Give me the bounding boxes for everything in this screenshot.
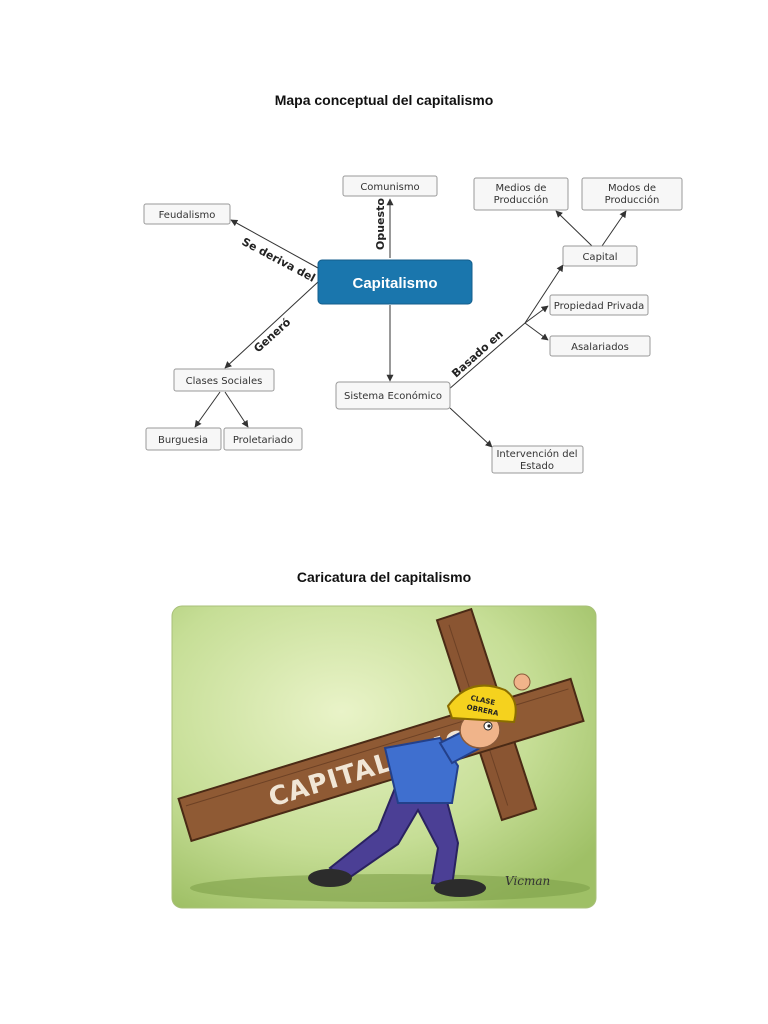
node-medios-produccion: Medios de Producción	[473, 177, 569, 211]
svg-text:Sistema Económico: Sistema Económico	[344, 390, 442, 402]
edge-asalariados	[524, 322, 549, 341]
svg-text:Asalariados: Asalariados	[571, 342, 629, 353]
node-capitalismo: Capitalismo	[317, 259, 473, 305]
node-intervencion-estado: Intervención del Estado	[491, 445, 584, 474]
edge-basado	[447, 322, 526, 391]
svg-text:Intervención del: Intervención del	[496, 448, 577, 460]
node-asalariados: Asalariados	[549, 335, 651, 357]
node-burguesia: Burguesia	[145, 427, 222, 451]
node-clases-sociales: Clases Sociales	[173, 368, 275, 392]
svg-text:Producción: Producción	[494, 194, 549, 206]
node-propiedad-privada: Propiedad Privada	[549, 294, 649, 316]
svg-text:Medios de: Medios de	[496, 183, 547, 194]
edge-intervencion	[449, 407, 493, 448]
worker-shirt	[383, 736, 460, 804]
svg-text:Modos de: Modos de	[608, 183, 656, 194]
worker-shoe-right	[434, 879, 486, 897]
svg-text:Propiedad Privada: Propiedad Privada	[554, 301, 644, 312]
concept-map: Opuesto Se deriva del Generó Basado en C…	[143, 175, 683, 474]
svg-text:Producción: Producción	[605, 194, 660, 206]
worker-helmet	[446, 684, 517, 724]
artist-signature: Vicman	[505, 874, 550, 888]
svg-text:Feudalismo: Feudalismo	[159, 210, 216, 221]
svg-text:Comunismo: Comunismo	[360, 182, 419, 193]
svg-text:Capitalismo: Capitalismo	[352, 275, 437, 292]
node-proletariado: Proletariado	[223, 427, 303, 451]
node-comunismo: Comunismo	[342, 175, 438, 197]
edge-clases	[224, 281, 319, 369]
edge-capital	[524, 264, 564, 324]
cartoon-title: Caricatura del capitalismo	[296, 569, 472, 585]
edge-proletariado	[224, 391, 249, 428]
concept-map-title: Mapa conceptual del capitalismo	[274, 92, 494, 108]
cartoon-illustration: CAPITALISMO CLASE OBRERA Vicman	[171, 605, 597, 909]
edge-label-basado: Basado en	[449, 328, 506, 381]
node-modos-produccion: Modos de Producción	[581, 177, 683, 211]
node-capital: Capital	[562, 245, 638, 267]
edge-propiedad	[524, 305, 549, 324]
edge-burguesia	[194, 391, 221, 428]
edge-feudalismo	[230, 219, 319, 269]
svg-text:Capital: Capital	[582, 252, 617, 263]
svg-text:Estado: Estado	[520, 461, 554, 472]
svg-text:Clases Sociales: Clases Sociales	[186, 376, 263, 387]
edge-label-opuesto: Opuesto	[374, 198, 387, 250]
worker-pupil	[487, 724, 491, 728]
edge-label-genero: Generó	[251, 315, 293, 355]
edge-label-deriva: Se deriva del	[240, 235, 318, 285]
worker-shoe-left	[308, 869, 352, 887]
edge-medios	[555, 210, 593, 247]
svg-text:Proletariado: Proletariado	[233, 435, 293, 446]
svg-text:Burguesia: Burguesia	[158, 435, 208, 446]
edge-modos	[601, 210, 627, 247]
worker-legs	[328, 786, 460, 888]
ground-shadow	[190, 874, 590, 902]
node-feudalismo: Feudalismo	[143, 203, 231, 225]
node-sistema-economico: Sistema Económico	[335, 381, 451, 410]
worker-hand-upper	[513, 673, 531, 691]
